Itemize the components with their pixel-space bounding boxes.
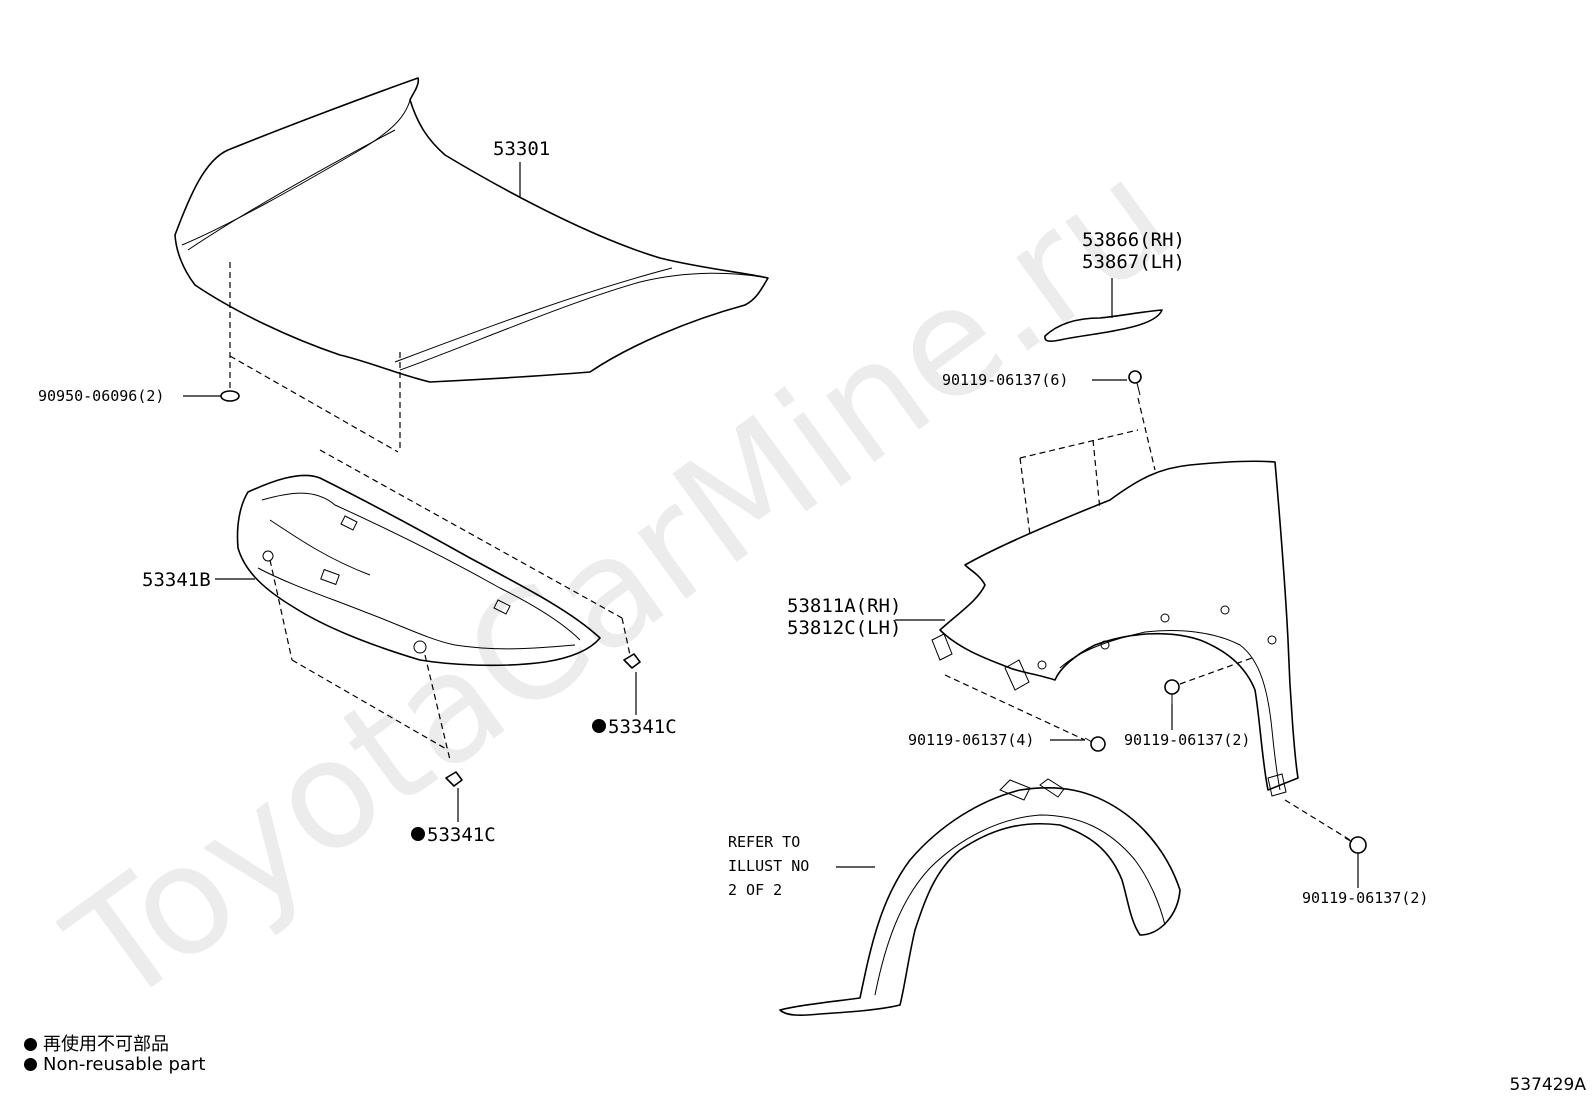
hood-cushion-icon [220, 390, 240, 402]
legend-japanese-text: 再使用不可部品 [43, 1034, 169, 1055]
watermark: ToyotaCarMine.ru [38, 128, 1201, 1040]
fender-seal-rh-part-number: 53866(RH) [1082, 229, 1185, 251]
non-reusable-marker-left [411, 827, 425, 841]
fender-liner-note-line3: 2 OF 2 [728, 881, 782, 899]
fender-top-bolt-part-number: 90119-06137(6) [942, 371, 1068, 389]
insulator-clip-left-part-number: 53341C [427, 824, 496, 846]
fender-front-bolt-part-number: 90119-06137(4) [908, 731, 1034, 749]
hood-guide-lines [229, 262, 401, 453]
fender-top-guide-lines [1019, 397, 1156, 536]
hood-cushion-part-number: 90950-06096(2) [38, 387, 164, 405]
fender-liner-note-line2: ILLUST NO [728, 857, 809, 875]
legend-japanese: 再使用不可部品 [24, 1030, 169, 1056]
fender-top-bolt-icon [1128, 370, 1142, 396]
fender-arch-bolt-icon [1164, 679, 1180, 704]
fender-lh-part-number: 53812C(LH) [787, 617, 901, 639]
fender-seal-lh-part-number: 53867(LH) [1082, 251, 1185, 273]
insulator-guide-lines [269, 449, 631, 761]
hood-insulator-outline [236, 474, 601, 667]
insulator-clip-left-icon [445, 771, 463, 787]
legend-english-text: Non-reusable part [43, 1054, 206, 1075]
fender-liner-outline [779, 778, 1181, 1016]
fender-seal-outline [1044, 309, 1163, 342]
insulator-clip-right-part-number: 53341C [608, 716, 677, 738]
non-reusable-marker-right [592, 719, 606, 733]
fender-rh-part-number: 53811A(RH) [787, 595, 901, 617]
fender-front-bolt-icon [1084, 736, 1106, 752]
fender-outline [931, 460, 1299, 797]
fender-arch-bolt-part-number: 90119-06137(2) [1124, 731, 1250, 749]
non-reusable-dot-icon [24, 1058, 37, 1071]
hood-insulator-part-number: 53341B [142, 569, 211, 591]
legend-english: Non-reusable part [24, 1054, 205, 1075]
fender-arch-bolt-guide [1179, 657, 1253, 685]
hood-outline [174, 77, 769, 383]
fender-liner-note-line1: REFER TO [728, 833, 800, 851]
non-reusable-dot-icon [24, 1038, 37, 1051]
hood-part-number: 53301 [493, 138, 550, 160]
fender-lower-bolt-guide [1284, 799, 1351, 841]
fender-lower-bolt-part-number: 90119-06137(2) [1302, 889, 1428, 907]
fender-front-bolt-guide [944, 674, 1086, 741]
insulator-clip-right-icon [623, 653, 641, 669]
figure-code: 537429A [1509, 1075, 1586, 1095]
